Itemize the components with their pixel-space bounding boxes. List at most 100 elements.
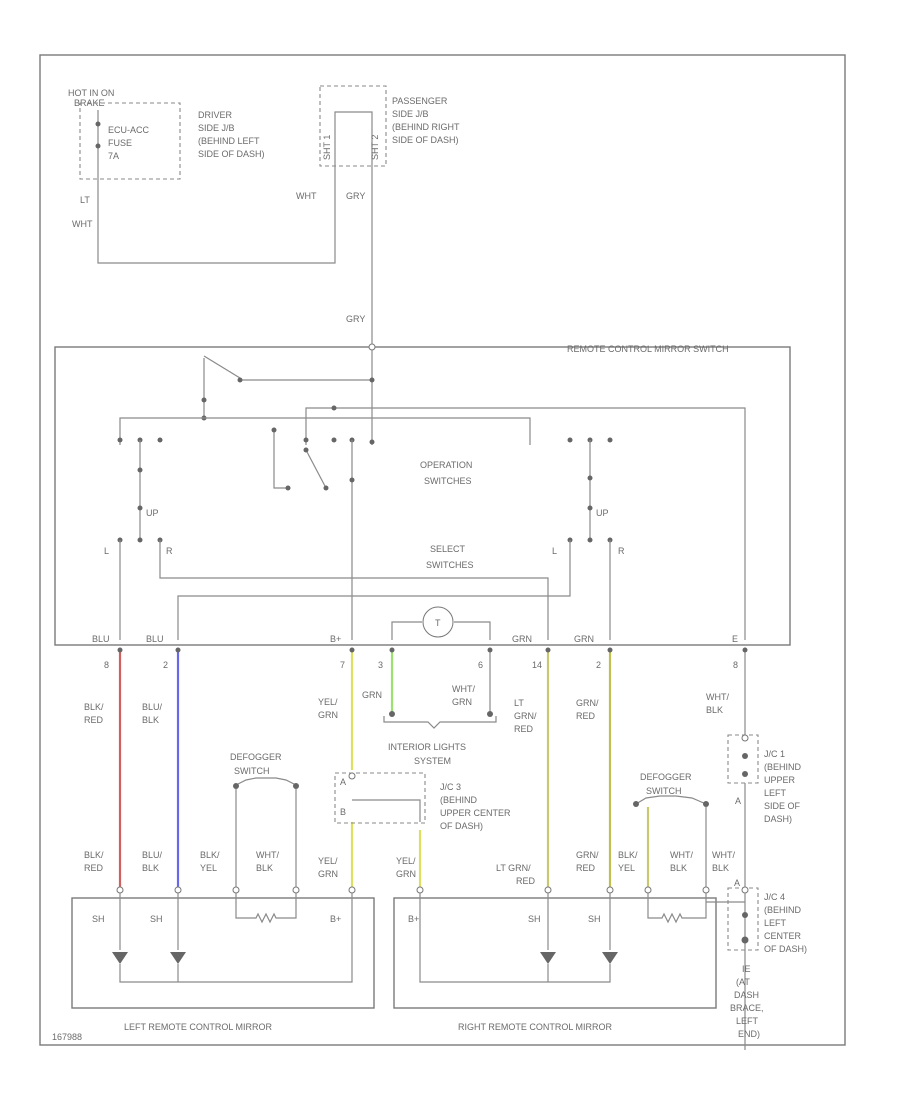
svg-text:GRN/: GRN/ (576, 698, 599, 708)
wire-color-wht-left: WHT (72, 219, 93, 229)
wire-label-grn-red: GRN/ RED (576, 698, 599, 721)
right-up-label: UP (596, 508, 609, 518)
svg-text:SIDE OF DASH): SIDE OF DASH) (198, 149, 265, 159)
svg-text:RED: RED (516, 876, 536, 886)
svg-text:J/C 3: J/C 3 (440, 782, 461, 792)
svg-text:(BEHIND: (BEHIND (764, 762, 802, 772)
left-mirror-title: LEFT REMOTE CONTROL MIRROR (124, 1022, 273, 1032)
svg-text:SIDE OF DASH): SIDE OF DASH) (392, 135, 459, 145)
left-mirror-pin-2: SH (150, 914, 163, 924)
svg-text:PASSENGER: PASSENGER (392, 96, 448, 106)
left-select-l: L (104, 546, 109, 556)
svg-text:LEFT: LEFT (764, 788, 787, 798)
right-select-r: R (618, 546, 625, 556)
right-mirror-pin-3: SH (588, 914, 601, 924)
pin-label-blu-2: BLU (146, 634, 164, 644)
bottom-label-blk-yel: BLK/ YEL (200, 850, 220, 873)
svg-text:BLK/: BLK/ (84, 702, 104, 712)
wire-color-wht-mid: WHT (296, 191, 317, 201)
svg-text:BLK: BLK (670, 863, 687, 873)
svg-text:BLK: BLK (256, 863, 273, 873)
svg-text:GRN: GRN (318, 710, 338, 720)
fuse-terminal-bottom (95, 143, 101, 149)
svg-text:OF DASH): OF DASH) (440, 821, 483, 831)
svg-text:BLK/: BLK/ (618, 850, 638, 860)
pin-label-grn-2: GRN (574, 634, 594, 644)
fuse-terminal-top (95, 121, 101, 127)
svg-text:DEFOGGER: DEFOGGER (230, 752, 282, 762)
svg-text:J/C 1: J/C 1 (764, 749, 785, 759)
wire-color-gry-mid: GRY (346, 314, 365, 324)
wire-lt-wht (97, 170, 336, 264)
svg-text:HOT IN ON: HOT IN ON (68, 88, 114, 98)
left-mirror-defogger-heater (235, 893, 297, 924)
main-switch-blade (203, 355, 241, 379)
fuse-label: ECU-ACC FUSE 7A (108, 125, 150, 161)
svg-text:J/C 4: J/C 4 (764, 892, 785, 902)
svg-text:RED: RED (514, 724, 534, 734)
svg-text:DASH): DASH) (764, 814, 792, 824)
operation-switch-blade (305, 449, 327, 489)
svg-text:BLK/: BLK/ (200, 850, 220, 860)
svg-text:RED: RED (84, 863, 104, 873)
svg-text:BLU/: BLU/ (142, 850, 163, 860)
connector-pin-2: 2 (163, 660, 168, 670)
wire-label-wht-blk: WHT/ BLK (706, 692, 729, 715)
svg-text:(BEHIND RIGHT: (BEHIND RIGHT (392, 122, 460, 132)
svg-text:WHT/: WHT/ (256, 850, 279, 860)
svg-text:LT GRN/: LT GRN/ (496, 863, 531, 873)
svg-text:GRN: GRN (452, 697, 472, 707)
svg-text:BLK: BLK (142, 863, 159, 873)
pin-label-grn-1: GRN (512, 634, 532, 644)
svg-text:BLK: BLK (142, 715, 159, 725)
ground-ie-label: IE (AT DASH BRACE, LEFT END) (730, 964, 764, 1039)
driver-jb-box (79, 102, 181, 180)
svg-text:WHT/: WHT/ (712, 850, 735, 860)
svg-text:(BEHIND: (BEHIND (764, 905, 802, 915)
mirror-switch-title: REMOTE CONTROL MIRROR SWITCH (567, 344, 729, 354)
driver-jb-label: DRIVER SIDE J/B (BEHIND LEFT SIDE OF DAS… (198, 110, 265, 159)
svg-text:GRN: GRN (396, 869, 416, 879)
wire-color-lt: LT (80, 195, 90, 205)
bottom-label-grn-red: GRN/ RED (576, 850, 599, 873)
svg-text:RED: RED (576, 711, 596, 721)
passenger-jb-jumper (334, 111, 373, 170)
svg-text:GRN: GRN (318, 869, 338, 879)
bottom-label-blu-blk: BLU/ BLK (142, 850, 163, 873)
wire-label-wht-grn: WHT/ GRN (452, 684, 475, 707)
illumination-lamp (422, 606, 454, 638)
svg-text:SWITCH: SWITCH (646, 786, 682, 796)
connector-pin-8: 8 (733, 660, 738, 670)
right-mirror-defogger-heater (647, 893, 707, 924)
svg-text:SWITCHES: SWITCHES (426, 560, 474, 570)
svg-text:DEFOGGER: DEFOGGER (640, 772, 692, 782)
jc1-box (727, 734, 759, 784)
bottom-label-wht-blk-left: WHT/ BLK (256, 850, 279, 873)
svg-text:(AT: (AT (736, 977, 750, 987)
svg-text:LEFT: LEFT (736, 1016, 759, 1026)
jc3-label: J/C 3 (BEHIND UPPER CENTER OF DASH) (440, 782, 511, 831)
svg-text:INTERIOR LIGHTS: INTERIOR LIGHTS (388, 742, 466, 752)
connector-pin-3: 7 (340, 660, 345, 670)
svg-text:SYSTEM: SYSTEM (414, 756, 451, 766)
left-up-label: UP (146, 508, 159, 518)
switch-input-pin (368, 343, 376, 351)
connector-pin-7: 2 (596, 660, 601, 670)
svg-text:WHT/: WHT/ (706, 692, 729, 702)
svg-text:SWITCHES: SWITCHES (424, 476, 472, 486)
right-mirror-box (393, 897, 717, 1009)
defogger-switch-left (235, 777, 297, 786)
jc3-pin-b: B (340, 807, 346, 817)
svg-text:LEFT: LEFT (764, 918, 787, 928)
passenger-jb-label: PASSENGER SIDE J/B (BEHIND RIGHT SIDE OF… (392, 96, 460, 145)
left-mirror-motor-1 (112, 952, 128, 964)
svg-text:ECU-ACC: ECU-ACC (108, 125, 150, 135)
svg-text:BLK/: BLK/ (84, 850, 104, 860)
svg-text:YEL: YEL (200, 863, 217, 873)
svg-text:OF DASH): OF DASH) (764, 944, 807, 954)
diagram-id: 167988 (52, 1032, 82, 1042)
pin-label-blu-1: BLU (92, 634, 110, 644)
bottom-label-wht-blk-right-2: WHT/ BLK (712, 850, 735, 873)
right-select-l: L (552, 546, 557, 556)
